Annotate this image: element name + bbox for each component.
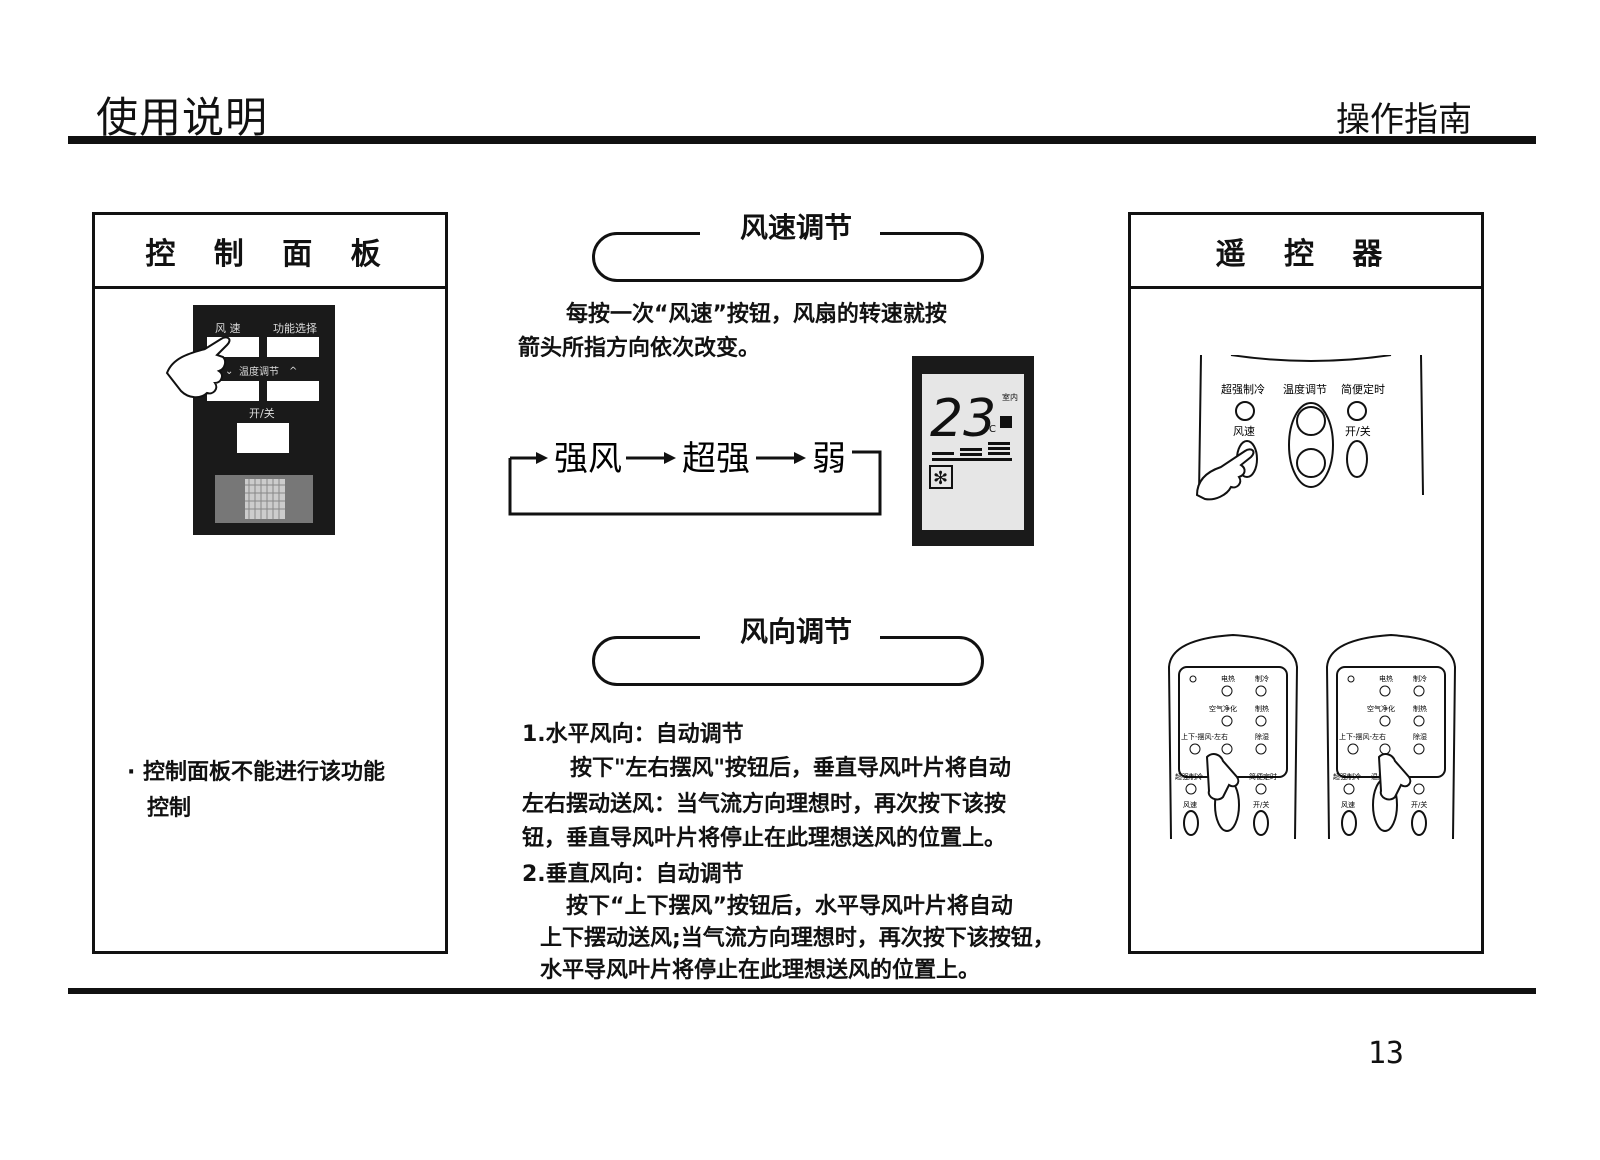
wind-item2-line2: 上下摆动送风;当气流方向理想时，再次按下该按钮， [540,926,1055,951]
remote-label-fan: 风速 [1233,425,1255,438]
page-number: 13 [1367,1036,1404,1071]
hand-pointer-icon [165,336,231,399]
svg-text:除湿: 除湿 [1413,732,1427,741]
svg-text:制热: 制热 [1255,704,1269,713]
svg-text:✻: ✻ [933,468,948,489]
remote-control-title: 遥 控 器 [1131,215,1481,289]
wind-direction-heading: 风向调节 [739,615,852,648]
remote-label-super-cool: 超强制冷 [1221,382,1265,396]
svg-text:空气净化: 空气净化 [1367,704,1395,713]
svg-text:简便定时: 简便定时 [1249,772,1277,781]
wind-item2-title: 2.垂直风向：自动调节 [522,862,744,887]
cp-label-function: 功能选择 [273,321,317,335]
fan-speed-desc-line2: 箭头所指方向依次改变。 [518,336,761,361]
wind-item2-line3: 水平导风叶片将停止在此理想送风的位置上。 [540,958,981,983]
control-panel-box: 控 制 面 板 风 速 功能选择 ⌄ 温度调节 ^ 开/关 · 控制面板不能进行… [92,212,448,954]
cp-label-power: 开/关 [249,406,275,420]
svg-text:电热: 电热 [1379,674,1393,683]
hand-pointer-icon [1195,448,1255,501]
cp-function-button [267,337,319,357]
fan-speed-flow-diagram: 强风 超强 弱 [508,439,882,516]
remote-right: 电热 制冷 空气净化 制热 上下-摆风-左右 除湿 超强制冷 温度调节 风速 开… [1325,633,1457,840]
control-panel-title: 控 制 面 板 [95,215,445,289]
remote-top-illustration: 超强制冷 温度调节 简便定时 风速 开/关 [1195,355,1424,501]
remote-pair-illustration: 电热 制冷 空气净化 制热 上下-摆风-左右 除湿 超强制冷 简便定时 风速 开… [1167,633,1457,840]
svg-text:开/关: 开/关 [1253,800,1269,809]
fan-speed-desc-line1: 每按一次“风速”按钮，风扇的转速就按 [566,302,947,327]
fan-mode-icon [1000,416,1012,428]
lcd-display-illustration: 23 °C 室内 ✻ [912,356,1034,546]
footer-rule [68,988,1536,994]
lcd-indoor-label: 室内 [1002,392,1018,402]
flow-step-super: 超强 [682,439,750,479]
cp-temp-down-button [207,381,259,401]
svg-text:空气净化: 空气净化 [1209,704,1237,713]
remote-power-button [1346,440,1368,478]
hand-pointer-icon [1377,753,1412,801]
wind-item2-line1: 按下“上下摆风”按钮后，水平导风叶片将自动 [566,894,1013,919]
svg-text:制热: 制热 [1413,704,1427,713]
svg-text:^: ^ [289,366,297,377]
cp-power-button [237,423,289,453]
hand-pointer-icon [1205,753,1240,801]
control-panel-illustration: 风 速 功能选择 ⌄ 温度调节 ^ 开/关 [165,305,335,535]
snowflake-icon [929,465,953,489]
lcd-temperature: 23 [930,389,996,449]
svg-text:制冷: 制冷 [1255,674,1269,683]
svg-text:超强制冷: 超强制冷 [1175,772,1203,781]
flow-step-weak: 弱 [812,439,846,479]
svg-text:上下-摆风-左右: 上下-摆风-左右 [1339,732,1386,741]
svg-text:⌄: ⌄ [225,366,233,377]
svg-text:电热: 电热 [1221,674,1235,683]
wind-item1-line3: 钮，垂直导风叶片将停止在此理想送风的位置上。 [522,826,1007,851]
page-title-left: 使用说明 [96,93,269,142]
svg-text:超强制冷: 超强制冷 [1333,772,1361,781]
cp-temp-up-button [267,381,319,401]
remote-label-temp: 温度调节 [1283,382,1327,396]
svg-text:除湿: 除湿 [1255,732,1269,741]
svg-text:风速: 风速 [1341,801,1355,809]
remote-label-power: 开/关 [1345,424,1371,438]
svg-text:上下-摆风-左右: 上下-摆风-左右 [1181,732,1228,741]
lcd-unit: °C [984,424,996,435]
header-rule [68,136,1536,144]
wind-item1-line1: 按下"左右摆风"按钮后，垂直导风叶片将自动 [570,756,1011,781]
remote-label-timer: 简便定时 [1341,382,1385,396]
fan-speed-heading-overlay: 风速调节 [739,211,852,244]
svg-text:开/关: 开/关 [1411,800,1427,809]
cp-label-temp: 温度调节 [239,365,279,378]
cp-label-fan-speed: 风 速 [215,322,241,335]
remote-left: 电热 制冷 空气净化 制热 上下-摆风-左右 除湿 超强制冷 简便定时 风速 开… [1167,633,1299,840]
wind-item1-line2: 左右摆动送风：当气流方向理想时，再次按下该按 [522,792,1007,817]
svg-text:制冷: 制冷 [1413,674,1427,683]
remote-temp-rocker [1288,402,1334,488]
control-panel-note-line2: 控制 [147,796,192,821]
page-title-right: 操作指南 [1336,100,1472,140]
remote-control-box: 遥 控 器 超强制冷 温度调节 简便定时 风速 开/关 电热 制冷 空气净化 制… [1128,212,1484,954]
flow-step-strong: 强风 [554,439,622,479]
control-panel-note-line1: · 控制面板不能进行该功能 [127,760,386,785]
svg-text:风速: 风速 [1183,801,1197,809]
wind-item1-title: 1.水平风向：自动调节 [522,722,744,747]
